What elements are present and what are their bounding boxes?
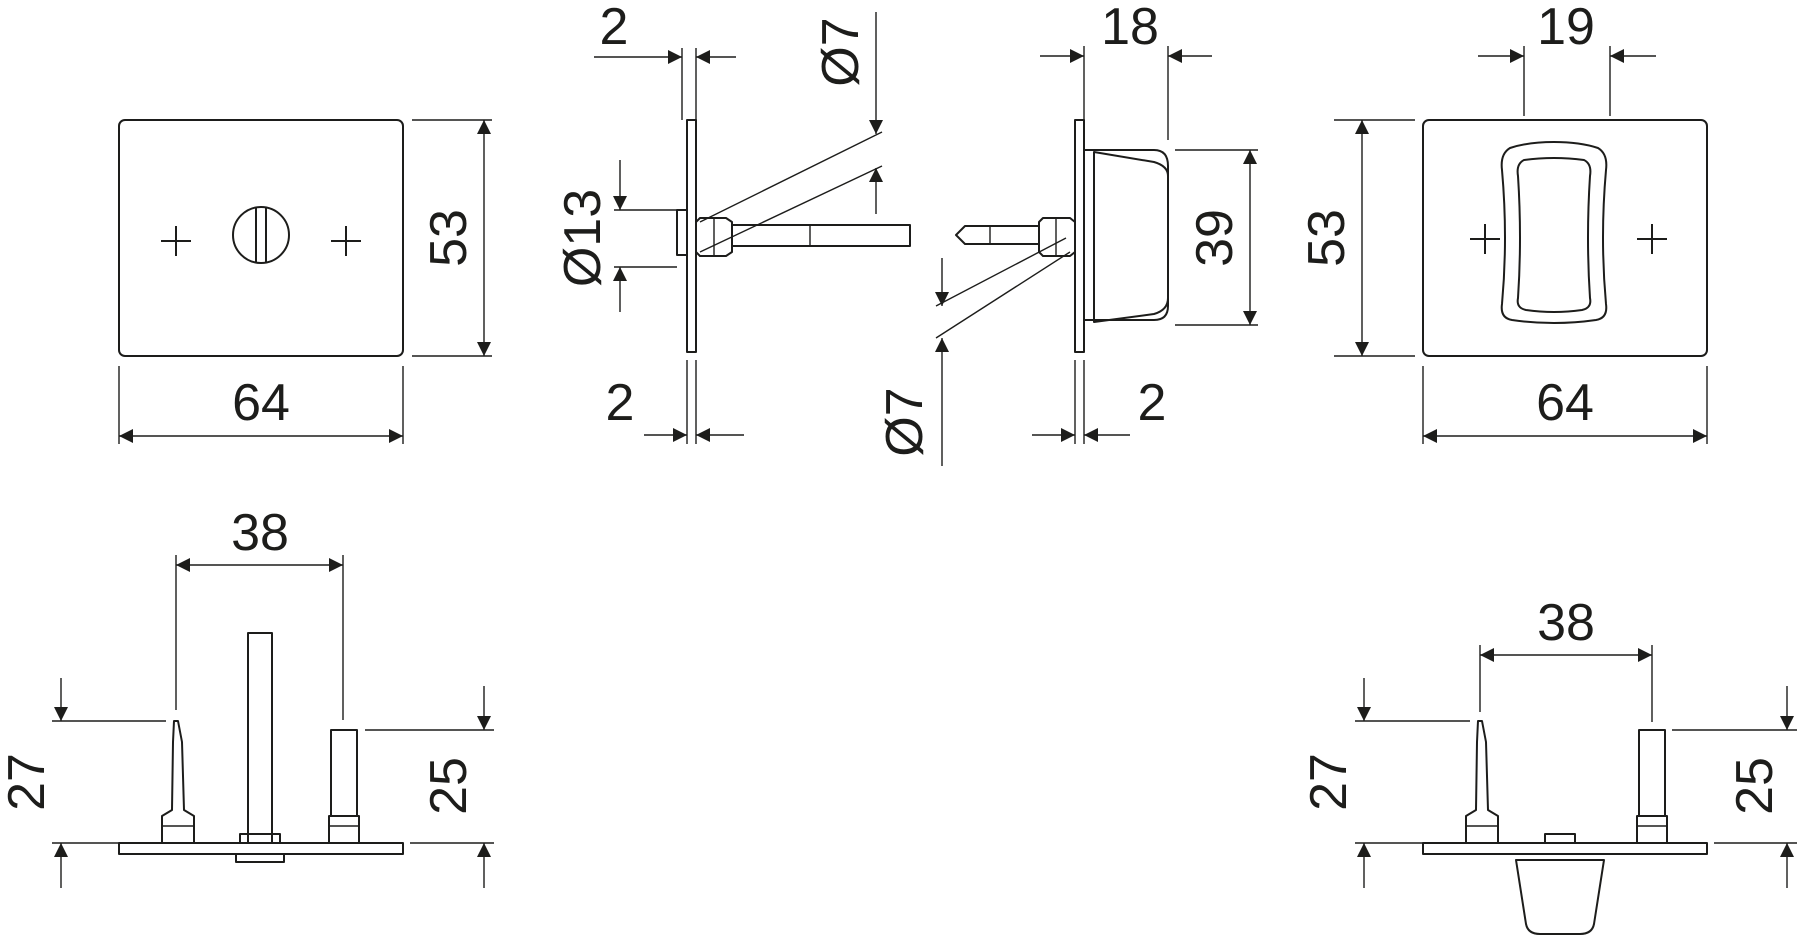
side-right-knob-taper: [1093, 151, 1169, 323]
dim-side-left-bush: Ø13: [554, 160, 677, 312]
side-right-plate: [1074, 119, 1085, 353]
bottom-left-spindle: [247, 632, 273, 844]
emergency-release-slot: [232, 206, 290, 264]
side-right-nut: [1038, 217, 1076, 257]
inner-rosette-view: 19 64 53: [1298, 0, 1708, 444]
front-rosette-view: 64 53: [118, 119, 492, 444]
dim-inner-height: 53: [1298, 119, 1415, 357]
bottom-right-view: 38 27 25: [1300, 594, 1797, 935]
dim-label-side-right-knob-height: 39: [1186, 209, 1244, 267]
bottom-right-plate: [1422, 842, 1708, 855]
side-right-spindle: [955, 225, 1039, 245]
dim-label-side-left-spindle: Ø7: [812, 17, 870, 86]
dim-label-front-height: 53: [420, 209, 478, 267]
dim-side-left-plate-bottom: 2: [606, 360, 744, 444]
dim-bottom-right-pin-left: 27: [1300, 678, 1470, 888]
dim-front-width: 64: [118, 366, 404, 444]
dim-side-left-plate-top: 2: [594, 0, 736, 120]
dim-bottom-left-spacing: 38: [175, 504, 344, 720]
dim-label-side-left-plate-bottom: 2: [606, 374, 635, 432]
bottom-right-pin-right: [1638, 729, 1666, 817]
dim-side-right-spindle: Ø7: [876, 258, 949, 466]
dim-bottom-left-pin-left: 27: [0, 678, 166, 888]
dim-side-left-spindle: Ø7: [812, 12, 883, 214]
bottom-right-pin-left: [1465, 720, 1499, 844]
side-left-plate: [686, 119, 697, 353]
bottom-right-knob: [1515, 859, 1605, 935]
side-view-right: 18 39 2 Ø7: [876, 0, 1258, 466]
screw-mark-inner-left: [1470, 224, 1500, 254]
side-left-bush: [676, 209, 688, 256]
dim-label-inner-turn-width: 19: [1537, 0, 1595, 56]
dim-label-side-right-plate: 2: [1138, 374, 1167, 432]
dim-bottom-right-spacing: 38: [1479, 594, 1653, 722]
dim-label-side-left-plate-top: 2: [600, 0, 629, 56]
dim-label-bottom-right-spacing: 38: [1537, 594, 1595, 652]
dim-label-front-width: 64: [232, 374, 290, 432]
dim-bottom-right-pin-right: 25: [1672, 686, 1797, 888]
screw-mark-inner-right: [1637, 224, 1667, 254]
dim-label-inner-height: 53: [1298, 209, 1356, 267]
dim-inner-width: 64: [1422, 366, 1708, 444]
side-right-knob: [1083, 149, 1169, 321]
dim-side-right-plate: 2: [1032, 360, 1166, 444]
dim-side-right-knob-depth: 18: [1040, 0, 1212, 140]
dim-label-bottom-right-pin-right: 25: [1726, 757, 1784, 815]
screw-mark-left: [161, 226, 191, 256]
bottom-left-view: 38 27 25: [0, 504, 494, 888]
turn-knob-outer: [1500, 141, 1608, 324]
dim-label-side-left-bush: Ø13: [554, 189, 612, 287]
bottom-left-pin-right: [330, 729, 358, 817]
dim-label-bottom-left-pin-left: 27: [0, 753, 56, 811]
dim-front-height: 53: [412, 119, 492, 357]
dim-label-side-right-knob-depth: 18: [1101, 0, 1159, 56]
screw-mark-right: [331, 226, 361, 256]
turn-knob-inner: [1516, 157, 1592, 313]
dim-inner-turn-width: 19: [1478, 0, 1656, 116]
dim-label-bottom-right-pin-left: 27: [1300, 753, 1358, 811]
dim-label-bottom-left-pin-right: 25: [420, 757, 478, 815]
bottom-left-pin-left: [161, 720, 195, 844]
side-left-spindle: [731, 224, 911, 247]
dim-label-inner-width: 64: [1536, 374, 1594, 432]
dim-label-side-right-spindle: Ø7: [876, 387, 934, 456]
dim-bottom-left-pin-right: 25: [365, 686, 494, 888]
dim-side-right-knob-height: 39: [1175, 149, 1258, 326]
dim-label-bottom-left-spacing: 38: [231, 504, 289, 562]
side-view-left: 2 Ø13 Ø7 2: [554, 0, 911, 444]
inner-rosette-plate: [1422, 119, 1708, 357]
bottom-left-plate: [118, 842, 404, 855]
front-rosette-plate: [118, 119, 404, 357]
